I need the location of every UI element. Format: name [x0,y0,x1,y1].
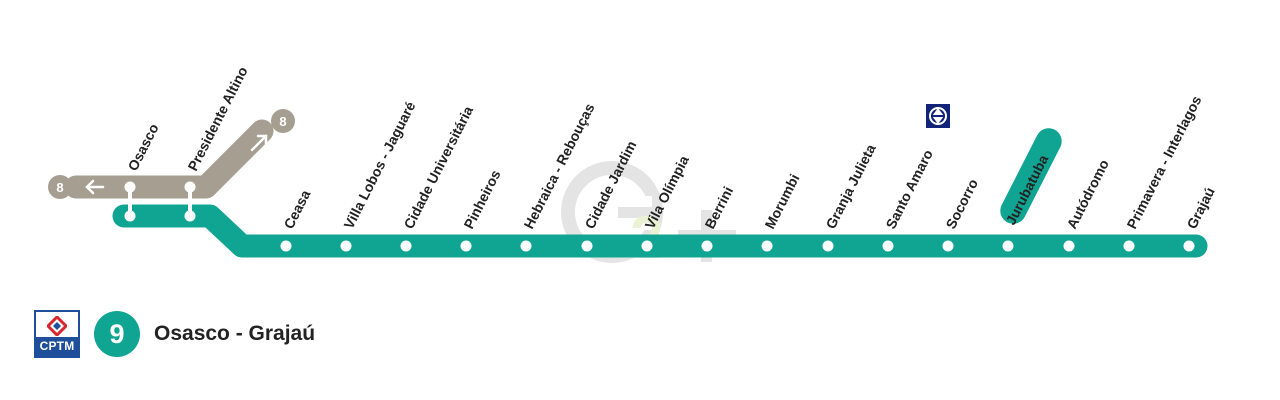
station-dot [124,181,136,193]
station-cidade-universitaria[interactable]: Cidade Universitária [400,103,476,252]
arrow-left-icon [85,179,105,195]
station-list: Ceasa Villa Lobos - Jaguaré Cidade Unive… [280,93,1218,252]
station-label: Autódromo [1063,157,1112,231]
station-dot [882,240,894,252]
cptm-logo: CPTM [34,310,80,358]
station-label: Granja Julieta [822,141,878,231]
cptm-mark-icon [47,316,67,336]
station-dot [184,181,196,193]
station-dot [280,240,292,252]
station-dot [942,240,954,252]
station-dot [124,210,136,222]
metro-logo-icon [926,104,950,128]
station-label: Hebraica - Rebouças [520,101,597,232]
station-label: Santo Amaro [882,147,936,231]
main-track [112,204,1208,258]
svg-text:8: 8 [56,180,63,195]
station-dot [581,240,593,252]
station-dot [701,240,713,252]
station-dot [1183,240,1195,252]
branch-track [64,119,274,199]
station-label: Pinheiros [460,167,503,231]
station-label: Ceasa [280,187,313,231]
station-label: Morumbi [761,171,802,231]
arrow-up-right-icon [250,134,268,152]
station-dot [1002,240,1014,252]
station-dot [761,240,773,252]
line-name: Osasco - Grajaú [154,322,316,345]
highlight-pill-jurubatuba [1000,128,1062,224]
station-villa-lobos-jaguare[interactable]: Villa Lobos - Jaguaré [340,99,419,252]
cptm-wordmark: CPTM [36,337,78,356]
station-dot [641,240,653,252]
station-dot [184,210,196,222]
station-label: Grajaú [1183,185,1217,232]
station-dot [1063,240,1075,252]
station-label: Socorro [942,176,981,231]
line-legend: CPTM 9 Osasco - Grajaú [34,310,315,358]
station-label: Berrini [701,184,736,231]
line-8-badge-left: 8 [48,175,72,199]
station-dot [1123,240,1135,252]
station-dot [822,240,834,252]
line-8-badge-right: 8 [271,109,295,133]
station-dot [520,240,532,252]
station-label: Osasco [124,121,161,173]
station-dot [400,240,412,252]
station-dot [460,240,472,252]
station-label: Cidade Universitária [400,103,476,231]
station-dot [340,240,352,252]
line-number-badge: 9 [94,311,140,357]
svg-text:8: 8 [279,114,286,129]
